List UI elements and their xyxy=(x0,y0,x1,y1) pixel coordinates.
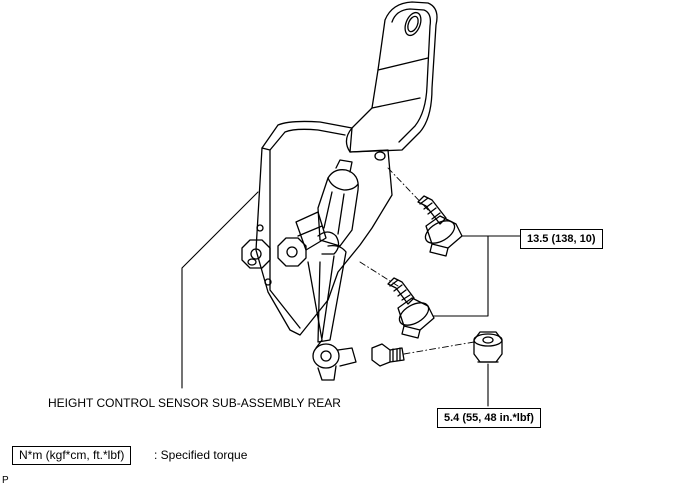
alignment-lines xyxy=(359,167,475,355)
sensor-body xyxy=(295,159,359,251)
upper-flange-bolt xyxy=(417,195,463,257)
link-bolt xyxy=(371,343,405,367)
bolt-torque-connector xyxy=(433,235,521,317)
sensor-link-rod xyxy=(307,231,357,381)
flange-nut xyxy=(473,331,503,363)
legend-description: : Specified torque xyxy=(154,448,248,462)
sensor-mounting-plate xyxy=(255,120,393,336)
part-name-label: HEIGHT CONTROL SENSOR SUB-ASSEMBLY REAR xyxy=(48,396,341,410)
torque-unit-box: N*m (kgf*cm, ft.*lbf) xyxy=(12,446,132,465)
corner-mark: P xyxy=(2,475,9,486)
part-label-leader xyxy=(181,191,259,389)
lower-flange-bolt xyxy=(387,277,435,339)
upper-mounting-bracket xyxy=(345,1,438,153)
bolt-torque-box: 13.5 (138, 10) xyxy=(520,229,603,249)
nut-torque-box: 5.4 (55, 48 in.*lbf) xyxy=(437,408,541,428)
sensor-pivot-nuts xyxy=(241,224,307,286)
